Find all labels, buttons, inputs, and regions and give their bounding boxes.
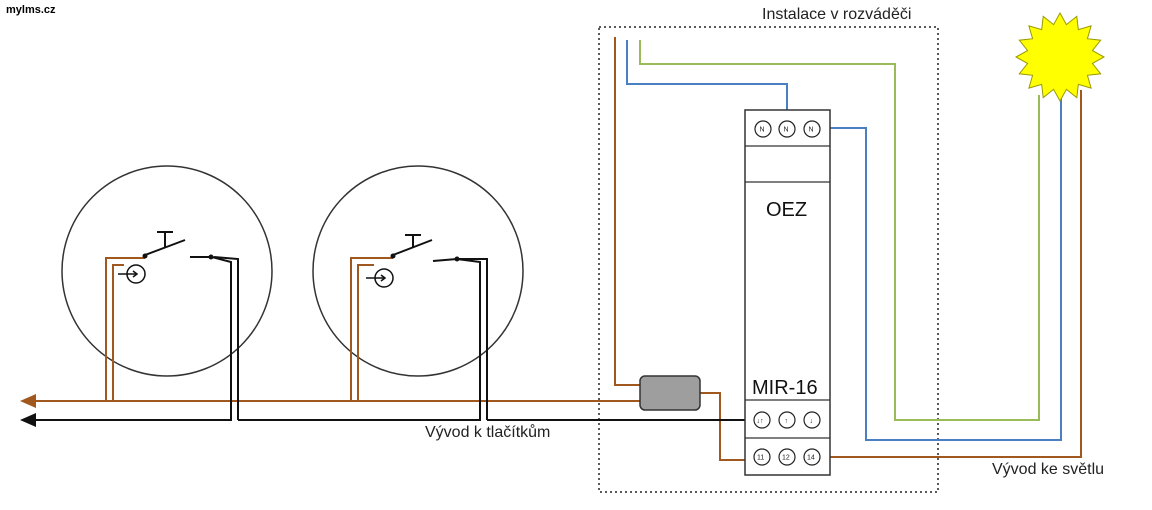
sun-icon <box>1014 11 1106 103</box>
button-box-2 <box>312 165 524 377</box>
device-model: MIR-16 <box>752 377 818 399</box>
phase-arrow <box>20 394 36 408</box>
terminal-down: ↓ <box>810 418 814 425</box>
device-brand: OEZ <box>766 199 807 221</box>
push-button-icon <box>392 234 458 262</box>
earth-wire <box>639 40 1040 421</box>
push-button-icon <box>144 231 210 258</box>
phase-wire-main <box>30 37 1082 461</box>
terminal-n1: N <box>760 127 765 134</box>
glow-lamp-icon <box>118 264 146 284</box>
terminal-11: 11 <box>757 455 764 462</box>
terminal-n3: N <box>809 127 814 134</box>
button-box-1 <box>61 165 273 377</box>
top-terminals: N N N <box>754 120 821 138</box>
terminal-14: 14 <box>807 455 815 462</box>
glow-lamp-icon <box>366 268 394 288</box>
light-output-label: Vývod ke světlu <box>992 461 1105 478</box>
buttons-output-label: Vývod k tlačítkům <box>425 424 551 441</box>
neutral-wire <box>626 40 1062 441</box>
control-terminals: ↓↑ ↑ ↓ <box>753 411 821 429</box>
control-wire <box>34 256 752 421</box>
site-watermark: mylms.cz <box>6 4 56 16</box>
cabinet-title: Instalace v rozváděči <box>762 6 912 23</box>
switchboard-box <box>598 26 939 493</box>
output-terminals: 11 12 14 <box>753 448 821 466</box>
control-arrow <box>20 413 36 427</box>
terminal-12: 12 <box>782 455 790 462</box>
indicator-module <box>639 375 701 411</box>
terminal-updown: ↓↑ <box>757 418 764 425</box>
terminal-n2: N <box>784 127 789 134</box>
terminal-up: ↑ <box>785 418 789 425</box>
